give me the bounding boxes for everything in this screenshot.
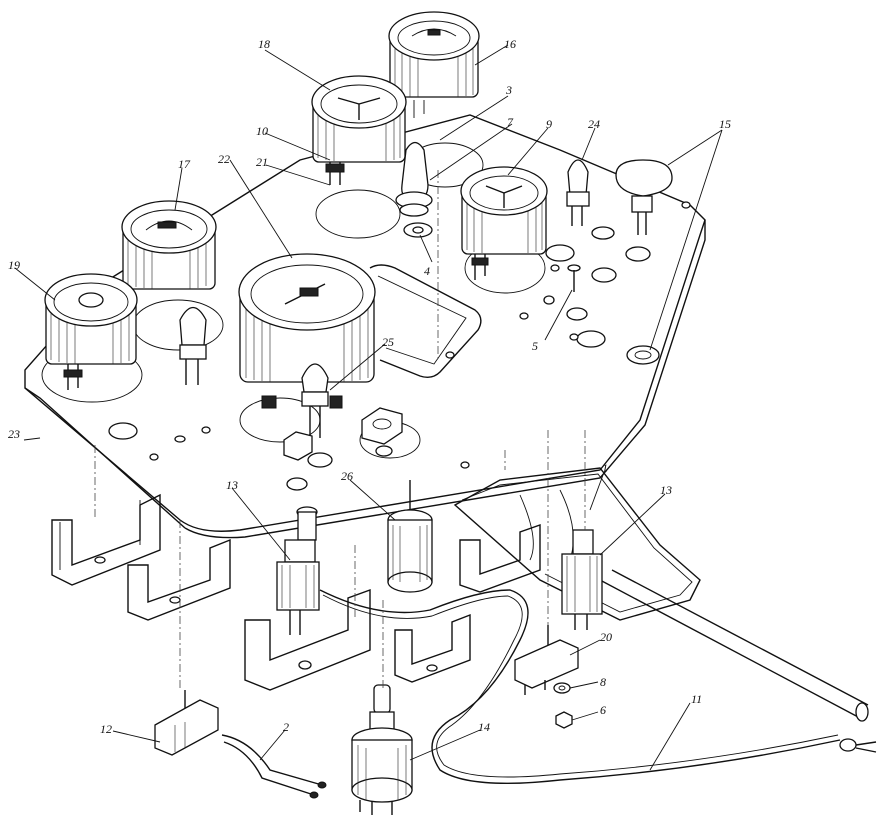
callout-24: 24 bbox=[588, 117, 600, 131]
switch-13-left bbox=[276, 506, 320, 635]
callout-8: 8 bbox=[600, 675, 606, 689]
callout-18: 18 bbox=[258, 37, 270, 51]
switch-12 bbox=[154, 690, 219, 756]
unit-26 bbox=[387, 480, 433, 593]
hex-nuts bbox=[283, 407, 403, 461]
callout-12: 12 bbox=[100, 722, 112, 736]
callout-22: 22 bbox=[218, 152, 230, 166]
callout-26: 26 bbox=[341, 469, 353, 483]
callout-2: 2 bbox=[283, 720, 289, 734]
cable-11 bbox=[319, 589, 877, 785]
callout-5: 5 bbox=[532, 339, 538, 353]
callout-16: 16 bbox=[504, 37, 516, 51]
bracket-left-1 bbox=[51, 493, 161, 586]
callout-15: 15 bbox=[719, 117, 731, 131]
gauge-18 bbox=[311, 75, 407, 185]
callout-17: 17 bbox=[178, 157, 191, 171]
lamp-25 bbox=[301, 363, 329, 438]
washer-8 bbox=[553, 682, 571, 694]
callout-10: 10 bbox=[256, 124, 268, 138]
switch-13-right bbox=[561, 529, 603, 630]
callout-19: 19 bbox=[8, 258, 20, 272]
callout-14: 14 bbox=[478, 720, 490, 734]
callout-6: 6 bbox=[600, 703, 606, 717]
bracket-left-2 bbox=[127, 538, 231, 621]
gauge-16 bbox=[388, 11, 480, 118]
callout-4: 4 bbox=[424, 264, 430, 278]
lamp-left bbox=[179, 306, 207, 385]
bracket-mid bbox=[459, 524, 541, 593]
lamp-24 bbox=[566, 159, 590, 226]
gauge-19 bbox=[44, 273, 138, 390]
gauge-22-speedometer bbox=[238, 253, 376, 409]
callout-23: 23 bbox=[8, 427, 20, 441]
panel-holes bbox=[108, 201, 691, 491]
assembly-center-lines bbox=[94, 170, 586, 690]
callout-11: 11 bbox=[691, 692, 702, 706]
panel-plate bbox=[24, 114, 706, 539]
callout-9: 9 bbox=[546, 117, 552, 131]
callout-7: 7 bbox=[507, 115, 514, 129]
callout-labels: 1 2 3 4 5 6 7 8 9 10 11 12 13 13 14 15 1… bbox=[8, 37, 731, 736]
screw-5 bbox=[567, 264, 581, 292]
gauge-9 bbox=[460, 166, 548, 280]
leader-lines bbox=[14, 44, 723, 771]
switch-7 bbox=[395, 141, 433, 238]
gauge-17 bbox=[121, 200, 217, 290]
switch-20 bbox=[514, 625, 579, 695]
ignition-switch-14 bbox=[351, 684, 413, 815]
callout-1: 1 bbox=[602, 461, 608, 475]
knob-15 bbox=[615, 159, 673, 365]
callout-25: 25 bbox=[382, 335, 394, 349]
callout-3: 3 bbox=[505, 83, 512, 97]
callout-21: 21 bbox=[256, 155, 268, 169]
bracket-center bbox=[244, 589, 371, 691]
nut-6 bbox=[555, 711, 573, 729]
bracket-right bbox=[394, 613, 471, 683]
callout-20: 20 bbox=[600, 630, 612, 644]
callout-13-right: 13 bbox=[660, 483, 672, 497]
harness-1 bbox=[453, 467, 869, 722]
callout-13-left: 13 bbox=[226, 478, 238, 492]
wire-2 bbox=[221, 734, 327, 799]
